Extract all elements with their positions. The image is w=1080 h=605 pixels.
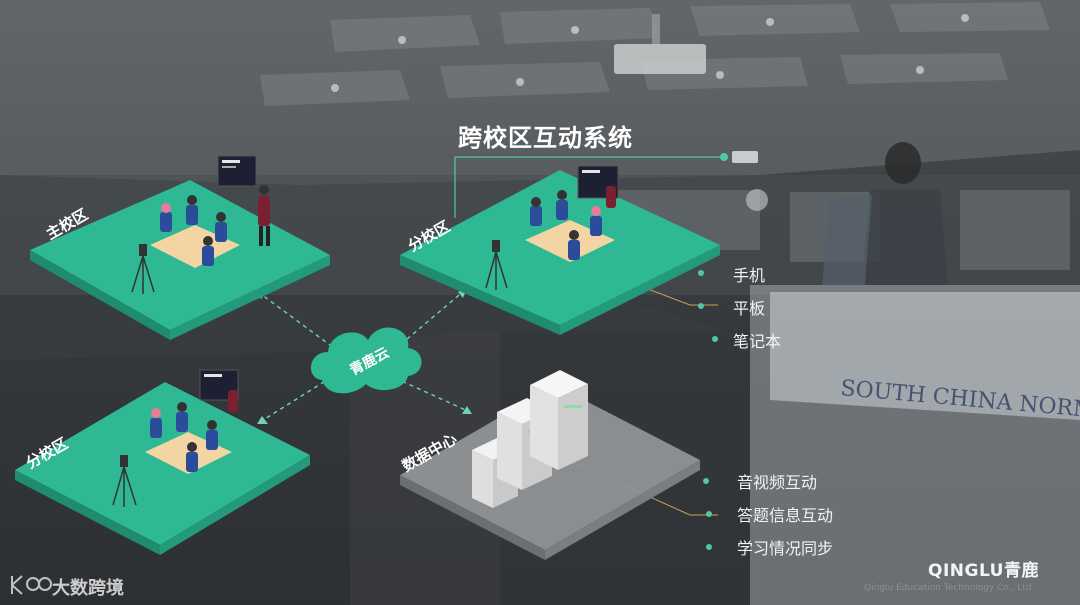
interaction-item: 音视频互动	[737, 469, 817, 493]
bullet-dot	[706, 544, 712, 550]
bullet-dot	[706, 511, 712, 517]
server-icon	[530, 370, 588, 470]
watermark-logo-icon	[12, 576, 51, 594]
bullet-dot	[698, 270, 704, 276]
bullet-dot	[698, 303, 704, 309]
brand-logo: QINGLU青鹿	[928, 556, 1039, 581]
diagram-title: 跨校区互动系统	[458, 118, 633, 153]
brand-company: Qinglu Education Technology Co., Ltd.	[864, 583, 1034, 593]
watermark-text: 大数跨境	[52, 574, 124, 600]
device-item: 平板	[733, 295, 765, 319]
device-item: 笔记本	[733, 328, 781, 352]
device-item: 手机	[733, 262, 765, 286]
bullet-dot	[703, 478, 709, 484]
interaction-item: 答题信息互动	[737, 502, 833, 526]
branch-campus-bottom-platform	[15, 370, 310, 555]
bullet-dot	[712, 336, 718, 342]
interaction-item: 学习情况同步	[737, 535, 833, 559]
